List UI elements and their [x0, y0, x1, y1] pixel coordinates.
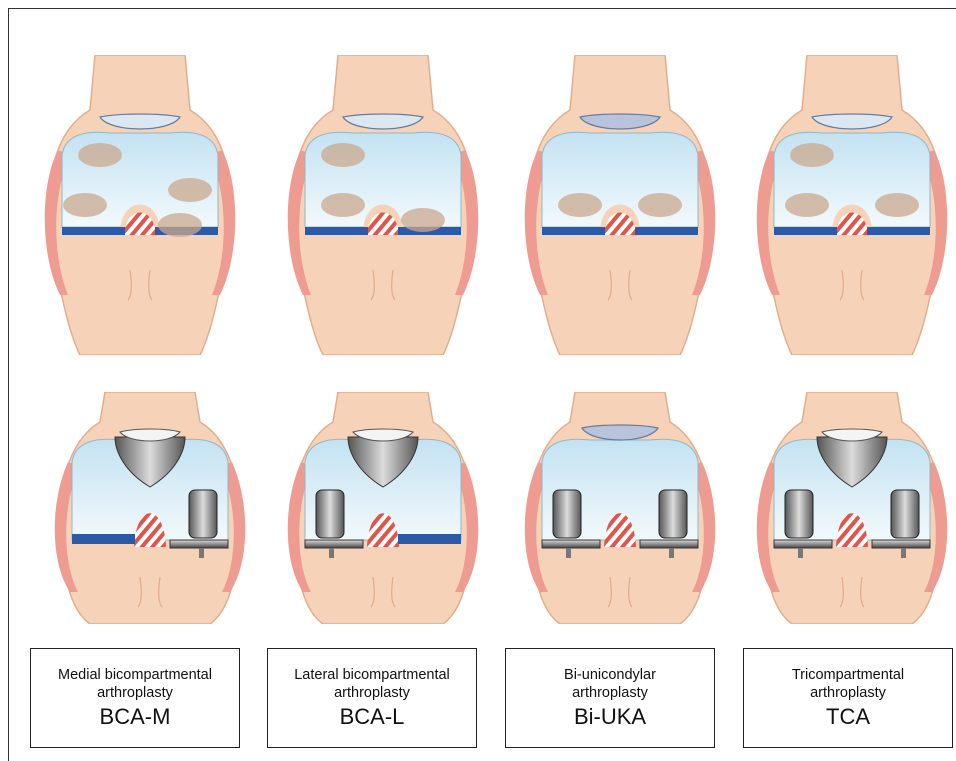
cartilage-lesion-1: [168, 178, 212, 202]
knee-diseased-lateral-icon: [283, 55, 483, 355]
cartilage-lesion-0: [558, 193, 602, 217]
cartilage-lesion-0: [321, 143, 365, 167]
tibial-peg-right: [901, 548, 906, 558]
cartilage-lesion-1: [785, 193, 829, 217]
knee-implant-bi-uka-icon: [520, 392, 720, 624]
label-name-line2: arthroplasty: [506, 684, 714, 702]
meniscus-right: [398, 534, 461, 544]
label-abbreviation: BCA-M: [31, 703, 239, 731]
frame-top-border: [8, 8, 956, 9]
label-name-line1: Medial bicompartmental: [31, 666, 239, 684]
condylar-implant-left: [316, 490, 344, 538]
tibial-peg-left: [329, 548, 334, 558]
tibial-tray-right: [872, 540, 930, 548]
label-name-line2: arthroplasty: [744, 684, 952, 702]
meniscus-0: [62, 227, 125, 235]
tibial-tray-left: [774, 540, 832, 548]
tibial-peg-left: [798, 548, 803, 558]
tibial-peg-left: [566, 548, 571, 558]
tibial-tray-left: [305, 540, 363, 548]
meniscus-1: [635, 227, 698, 235]
meniscus-0: [774, 227, 837, 235]
label-name-line2: arthroplasty: [31, 684, 239, 702]
label-name-line1: Lateral bicompartmental: [268, 666, 476, 684]
label-abbreviation: BCA-L: [268, 703, 476, 731]
knee-diseased-medial-icon: [40, 55, 240, 355]
cartilage-lesion-2: [875, 193, 919, 217]
knee-diseased-biuni-icon: [520, 55, 720, 355]
label-box-bi-uka: Bi-unicondylar arthroplasty Bi-UKA: [505, 648, 715, 748]
cartilage-lesion-2: [401, 208, 445, 232]
label-name-line2: arthroplasty: [268, 684, 476, 702]
label-abbreviation: Bi-UKA: [506, 703, 714, 731]
tibial-tray-left: [542, 540, 600, 548]
condylar-implant-left: [553, 490, 581, 538]
condylar-implant-right: [891, 490, 919, 538]
meniscus-1: [867, 227, 930, 235]
frame-left-border: [8, 8, 9, 761]
condylar-implant-left: [785, 490, 813, 538]
knee-implant-tca-icon: [752, 392, 952, 624]
label-name-line1: Tricompartmental: [744, 666, 952, 684]
label-box-bca-l: Lateral bicompartmental arthroplasty BCA…: [267, 648, 477, 748]
cartilage-lesion-0: [78, 143, 122, 167]
cartilage-lesion-2: [63, 193, 107, 217]
tibial-peg-right: [199, 548, 204, 558]
cartilage-lesion-1: [321, 193, 365, 217]
label-box-bca-m: Medial bicompartmental arthroplasty BCA-…: [30, 648, 240, 748]
tibial-tray-right: [170, 540, 228, 548]
knee-implant-bca-l-icon: [283, 392, 483, 624]
label-name-line1: Bi-unicondylar: [506, 666, 714, 684]
label-abbreviation: TCA: [744, 703, 952, 731]
meniscus-0: [542, 227, 605, 235]
knee-implant-bca-m-icon: [50, 392, 250, 624]
tibial-peg-right: [669, 548, 674, 558]
tibial-tray-right: [640, 540, 698, 548]
cartilage-lesion-3: [158, 213, 202, 237]
cartilage-lesion-0: [790, 143, 834, 167]
knee-diseased-tri-icon: [752, 55, 952, 355]
meniscus-0: [305, 227, 368, 235]
label-box-tca: Tricompartmental arthroplasty TCA: [743, 648, 953, 748]
condylar-implant-right: [189, 490, 217, 538]
cartilage-lesion-1: [638, 193, 682, 217]
condylar-implant-right: [659, 490, 687, 538]
meniscus-left: [72, 534, 135, 544]
